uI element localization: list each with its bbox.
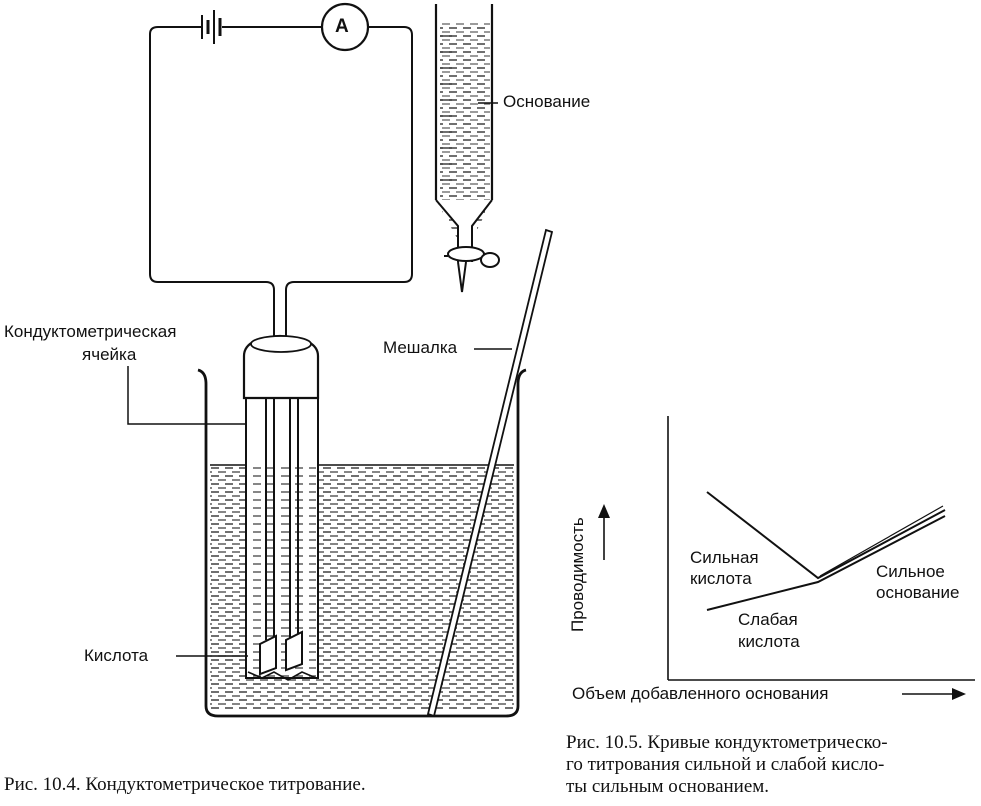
strong-acid-curve	[706, 491, 946, 580]
cell-label-line2: ячейка	[82, 345, 137, 364]
weak-acid-label-2: кислота	[738, 632, 800, 651]
x-arrow-icon	[902, 688, 966, 700]
base-label: Основание	[503, 92, 591, 111]
figure-10-5-caption-line2: го титрования сильной и слабой кисло-	[566, 754, 885, 775]
conductivity-cell	[242, 334, 320, 681]
leader-lines	[127, 102, 512, 657]
ammeter-icon	[320, 2, 370, 52]
strong-base-label-1: Сильное	[876, 562, 945, 581]
acid-label: Кислота	[84, 646, 149, 665]
conductivity-graph	[598, 416, 975, 700]
graph-x-axis-label: Объем добавленного основания	[572, 684, 829, 703]
stopcock-icon	[444, 246, 500, 268]
strong-acid-label-1: Сильная	[690, 548, 759, 567]
y-arrow-icon	[598, 504, 610, 560]
stirrer-rod	[426, 228, 554, 718]
weak-acid-label-1: Слабая	[738, 610, 798, 629]
battery-icon	[201, 10, 222, 44]
graph-y-axis-label: Проводимость	[568, 517, 587, 632]
weak-acid-curve	[706, 515, 946, 611]
figure-10-5-caption-line1: Рис. 10.5. Кривые кондуктометрическо-	[566, 732, 888, 753]
figure-10-5-caption-line3: ты сильным основанием.	[566, 776, 770, 797]
cell-label-line1: Кондуктометрическая	[4, 322, 177, 341]
circuit-wires	[149, 26, 413, 338]
stirrer-label: Мешалка	[383, 338, 458, 357]
strong-acid-label-2: кислота	[690, 569, 752, 588]
ammeter-symbol: A	[335, 16, 349, 37]
burette	[434, 4, 494, 293]
strong-base-label-2: основание	[876, 583, 960, 602]
figure-10-4-caption: Рис. 10.4. Кондуктометрическое титровани…	[4, 774, 366, 795]
